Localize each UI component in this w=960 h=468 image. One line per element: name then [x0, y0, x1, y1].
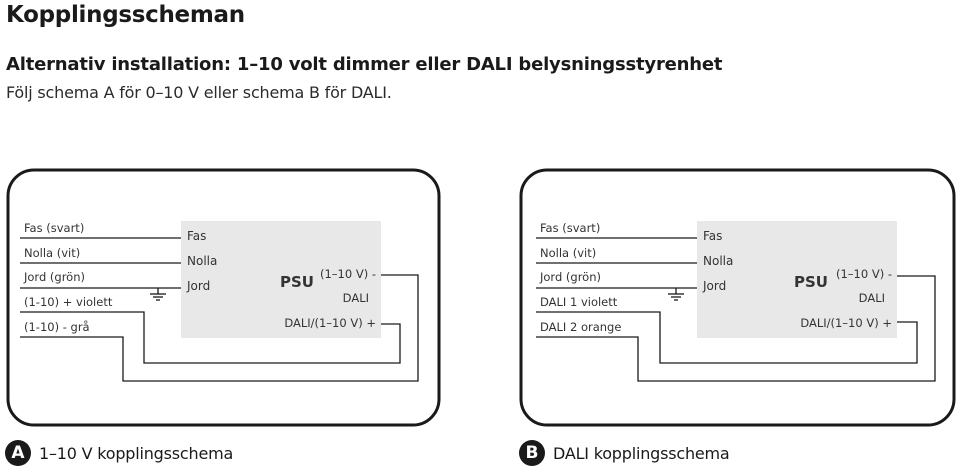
page-title: Kopplingsscheman [6, 2, 245, 28]
wire-label-nolla: Nolla (vit) [24, 246, 80, 260]
wire-label-fas: Fas (svart) [540, 221, 600, 235]
ground-symbol [668, 288, 684, 301]
psu-label: PSU [280, 273, 314, 291]
psu-dim-minus: (1–10 V) - [836, 267, 892, 281]
psu-dali: DALI [343, 291, 369, 305]
legend-b-badge: B [519, 440, 545, 466]
psu-box-a [181, 221, 381, 338]
psu-terminal-nolla: Nolla [187, 254, 217, 268]
psu-terminal-nolla: Nolla [703, 254, 733, 268]
page-description: Följ schema A för 0–10 V eller schema B … [6, 83, 392, 102]
psu-terminal-jord: Jord [702, 279, 726, 293]
psu-dali-plus: DALI/(1–10 V) + [800, 316, 892, 330]
psu-box-b [697, 221, 897, 338]
wire-dim-plus [20, 311, 401, 364]
legend-a-label: 1–10 V kopplingsschema [39, 443, 234, 463]
wire-label-nolla: Nolla (vit) [540, 246, 596, 260]
ground-symbol [150, 288, 166, 301]
wire-dali-2 [536, 275, 936, 382]
psu-terminal-fas: Fas [703, 229, 722, 243]
legend-a: A 1–10 V kopplingsschema [5, 440, 233, 466]
wire-label-jord: Jord (grön) [23, 270, 85, 284]
wire-label-dim-plus: (1-10) + violett [24, 295, 113, 309]
legend-a-badge: A [5, 440, 31, 466]
wire-label-jord: Jord (grön) [539, 270, 601, 284]
psu-label: PSU [794, 273, 828, 291]
psu-dali: DALI [859, 291, 885, 305]
wire-label-dali-2: DALI 2 orange [540, 320, 621, 334]
legend-b-label: DALI kopplingsschema [553, 443, 730, 463]
legend-b: B DALI kopplingsschema [519, 440, 730, 466]
diagram-a: Fas (svart) Nolla (vit) Jord (grön) (1-1… [6, 168, 441, 427]
diagram-b: Fas (svart) Nolla (vit) Jord (grön) DALI… [519, 168, 956, 427]
wire-label-dim-minus: (1-10) - grå [24, 320, 90, 334]
diagram-b-frame [519, 168, 956, 427]
page-subtitle: Alternativ installation: 1–10 volt dimme… [6, 54, 723, 75]
wire-dali-1 [536, 311, 918, 364]
wire-dim-minus [20, 274, 419, 382]
psu-dim-minus: (1–10 V) - [320, 267, 376, 281]
wire-label-fas: Fas (svart) [24, 221, 84, 235]
psu-terminal-fas: Fas [187, 229, 206, 243]
psu-terminal-jord: Jord [186, 279, 210, 293]
diagram-a-frame [6, 168, 441, 427]
wire-label-dali-1: DALI 1 violett [540, 295, 618, 309]
psu-dali-plus: DALI/(1–10 V) + [284, 316, 376, 330]
